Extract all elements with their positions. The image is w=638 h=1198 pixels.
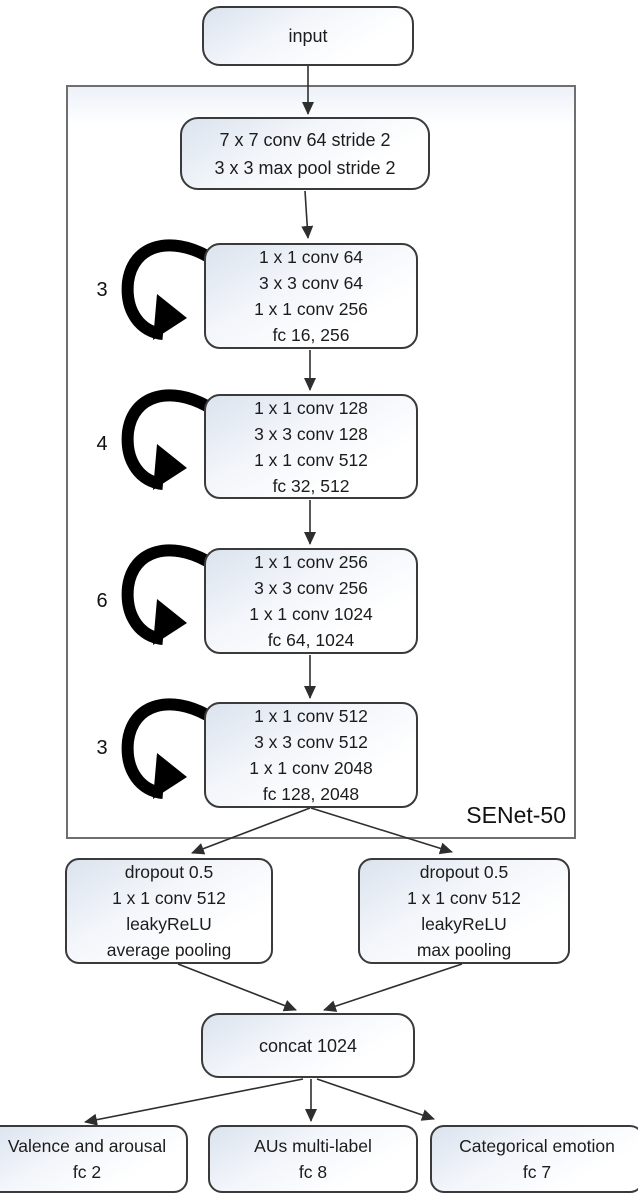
stage2-line-4: fc 32, 512	[272, 475, 350, 496]
stage4-line-3: 1 x 1 conv 2048	[249, 758, 373, 778]
stage2-node: 1 x 1 conv 128 3 x 3 conv 128 1 x 1 conv…	[204, 394, 418, 499]
max-branch-line-4: max pooling	[416, 940, 512, 960]
concat-label: concat 1024	[258, 1035, 358, 1056]
stem-line-1: 7 x 7 conv 64 stride 2	[219, 129, 391, 150]
valence-head-line-1: Valence and arousal	[7, 1136, 167, 1156]
stage1-line-4: fc 16, 256	[272, 325, 350, 345]
aus-head-line-2: fc 8	[298, 1162, 328, 1182]
stage1-line-3: 1 x 1 conv 256	[254, 299, 368, 319]
arrow-stem-to-stage1	[301, 190, 314, 239]
max-branch-line-3: leakyReLU	[421, 914, 507, 934]
max-branch-line-1: dropout 0.5	[419, 862, 509, 882]
max-pooling-branch-node: dropout 0.5 1 x 1 conv 512 leakyReLU max…	[358, 858, 570, 964]
arrow-concat-to-emotion-head	[316, 1078, 435, 1121]
valence-head-line-2: fc 2	[72, 1162, 102, 1182]
stage4-line-2: 3 x 3 conv 512	[254, 732, 368, 752]
stage4-line-4: fc 128, 2048	[262, 784, 360, 804]
repeat-loop-arrow-stage1	[121, 239, 210, 340]
repeat-loop-arrow-stage2	[121, 389, 210, 490]
avg-pooling-branch-node: dropout 0.5 1 x 1 conv 512 leakyReLU ave…	[65, 858, 273, 964]
avg-branch-line-4: average pooling	[106, 940, 232, 960]
arrow-max-branch-to-concat	[323, 963, 463, 1012]
max-branch-line-2: 1 x 1 conv 512	[407, 888, 521, 908]
avg-branch-line-2: 1 x 1 conv 512	[112, 888, 226, 908]
repeat-loop-arrow-stage3	[121, 544, 210, 645]
categorical-emotion-head-node: Categorical emotion fc 7	[430, 1125, 638, 1193]
stage3-node: 1 x 1 conv 256 3 x 3 conv 256 1 x 1 conv…	[204, 548, 418, 654]
avg-branch-line-1: dropout 0.5	[124, 862, 214, 882]
stage1-line-2: 3 x 3 conv 64	[258, 273, 364, 293]
avg-branch-line-3: leakyReLU	[126, 914, 212, 934]
valence-arousal-head-node: Valence and arousal fc 2	[0, 1125, 188, 1193]
stage4-repeat-count: 3	[96, 737, 108, 759]
input-node: input	[202, 6, 414, 66]
arrow-stage4-to-max-branch	[310, 807, 453, 855]
stage2-line-2: 3 x 3 conv 128	[254, 423, 368, 444]
emotion-head-line-2: fc 7	[522, 1162, 552, 1182]
stem-conv-node: 7 x 7 conv 64 stride 2 3 x 3 max pool st…	[180, 117, 430, 190]
aus-head-line-1: AUs multi-label	[254, 1136, 372, 1156]
stage4-line-1: 1 x 1 conv 512	[254, 706, 368, 726]
stage2-repeat-count: 4	[96, 433, 108, 455]
stage3-line-4: fc 64, 1024	[267, 630, 355, 650]
arrow-stage4-to-avg-branch	[191, 807, 311, 855]
stem-line-2: 3 x 3 max pool stride 2	[214, 157, 396, 178]
stage1-node: 1 x 1 conv 64 3 x 3 conv 64 1 x 1 conv 2…	[204, 243, 418, 349]
senet50-label: SENet-50	[466, 802, 566, 828]
stage3-line-2: 3 x 3 conv 256	[254, 578, 368, 598]
stage4-node: 1 x 1 conv 512 3 x 3 conv 512 1 x 1 conv…	[204, 702, 418, 808]
stage1-repeat-count: 3	[96, 279, 108, 301]
aus-multilabel-head-node: AUs multi-label fc 8	[208, 1125, 418, 1193]
stage2-line-3: 1 x 1 conv 512	[254, 449, 368, 470]
concat-node: concat 1024	[201, 1013, 415, 1078]
repeat-loop-arrow-stage4	[121, 698, 210, 799]
stage1-line-1: 1 x 1 conv 64	[258, 247, 364, 267]
emotion-head-line-1: Categorical emotion	[459, 1136, 615, 1156]
input-label: input	[288, 26, 328, 46]
stage3-line-3: 1 x 1 conv 1024	[249, 604, 373, 624]
arrow-concat-to-valence-head	[84, 1078, 304, 1126]
arrow-avg-branch-to-concat	[177, 963, 297, 1012]
stage2-line-1: 1 x 1 conv 128	[254, 397, 368, 418]
stage3-repeat-count: 6	[96, 590, 108, 612]
stage3-line-1: 1 x 1 conv 256	[254, 552, 368, 572]
